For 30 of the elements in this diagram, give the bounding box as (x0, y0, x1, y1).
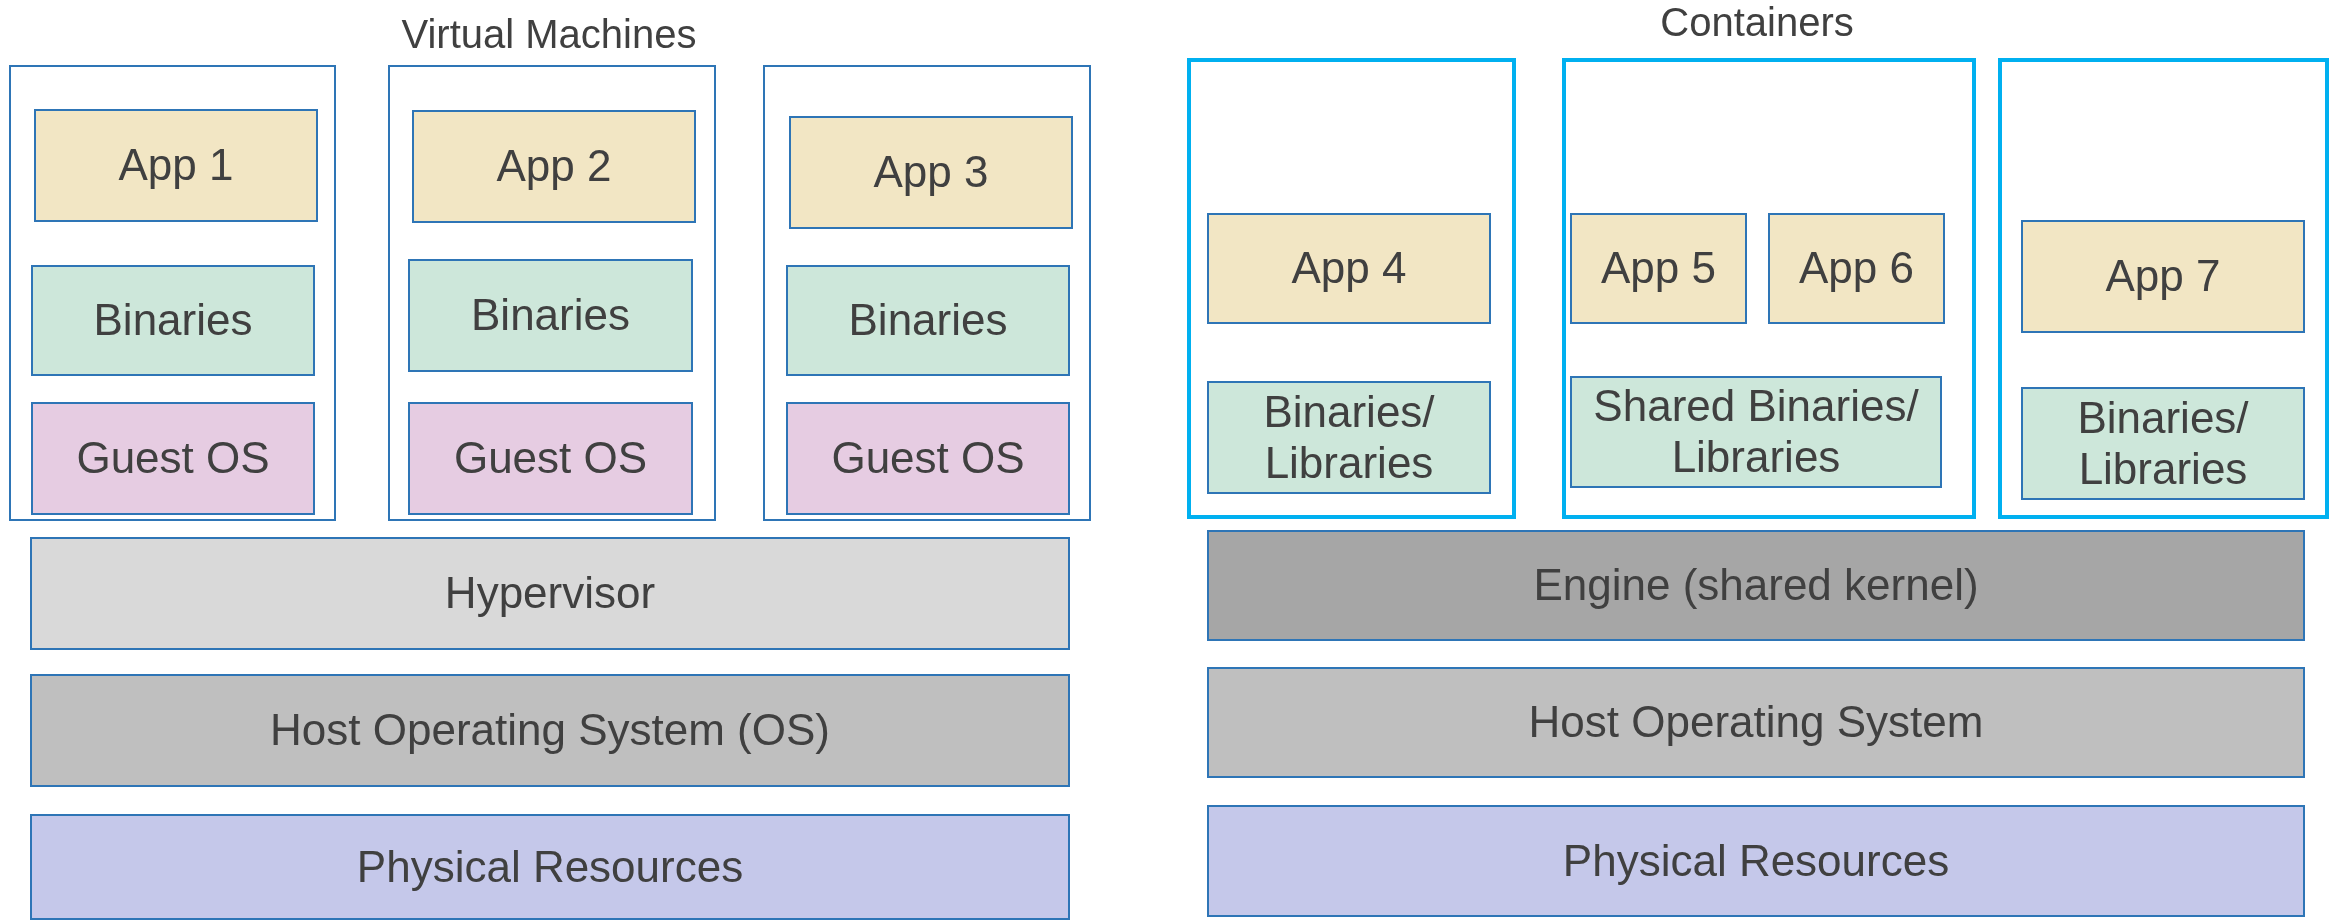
app-block: App 6 (1768, 213, 1945, 324)
section-heading: Containers (1660, 0, 1854, 45)
app-block: App 5 (1570, 213, 1747, 324)
host-os-layer: Host Operating System (OS) (30, 674, 1070, 787)
container-frame (1187, 58, 1516, 519)
host-os-layer: Host Operating System (1207, 667, 2305, 778)
app-block: App 3 (789, 116, 1073, 229)
hypervisor-layer: Hypervisor (30, 537, 1070, 650)
section-heading: Virtual Machines (401, 12, 697, 57)
guest-os-block: Guest OS (786, 402, 1070, 515)
binaries-block: Binaries (31, 265, 315, 376)
virtual-machine-frame (763, 65, 1091, 521)
binaries-block: Binaries/ Libraries (1207, 381, 1491, 494)
binaries-block: Shared Binaries/ Libraries (1570, 376, 1942, 488)
container-frame (1998, 58, 2329, 519)
engine-layer: Engine (shared kernel) (1207, 530, 2305, 641)
virtual-machine-frame (388, 65, 716, 521)
virtual-machine-frame (9, 65, 336, 521)
app-block: App 4 (1207, 213, 1491, 324)
app-block: App 2 (412, 110, 696, 223)
app-block: App 1 (34, 109, 318, 222)
physical-resources-layer: Physical Resources (1207, 805, 2305, 917)
binaries-block: Binaries (786, 265, 1070, 376)
binaries-block: Binaries/ Libraries (2021, 387, 2305, 500)
binaries-block: Binaries (408, 259, 693, 372)
physical-resources-layer: Physical Resources (30, 814, 1070, 920)
container-frame (1562, 58, 1976, 519)
guest-os-block: Guest OS (31, 402, 315, 515)
app-block: App 7 (2021, 220, 2305, 333)
guest-os-block: Guest OS (408, 402, 693, 515)
